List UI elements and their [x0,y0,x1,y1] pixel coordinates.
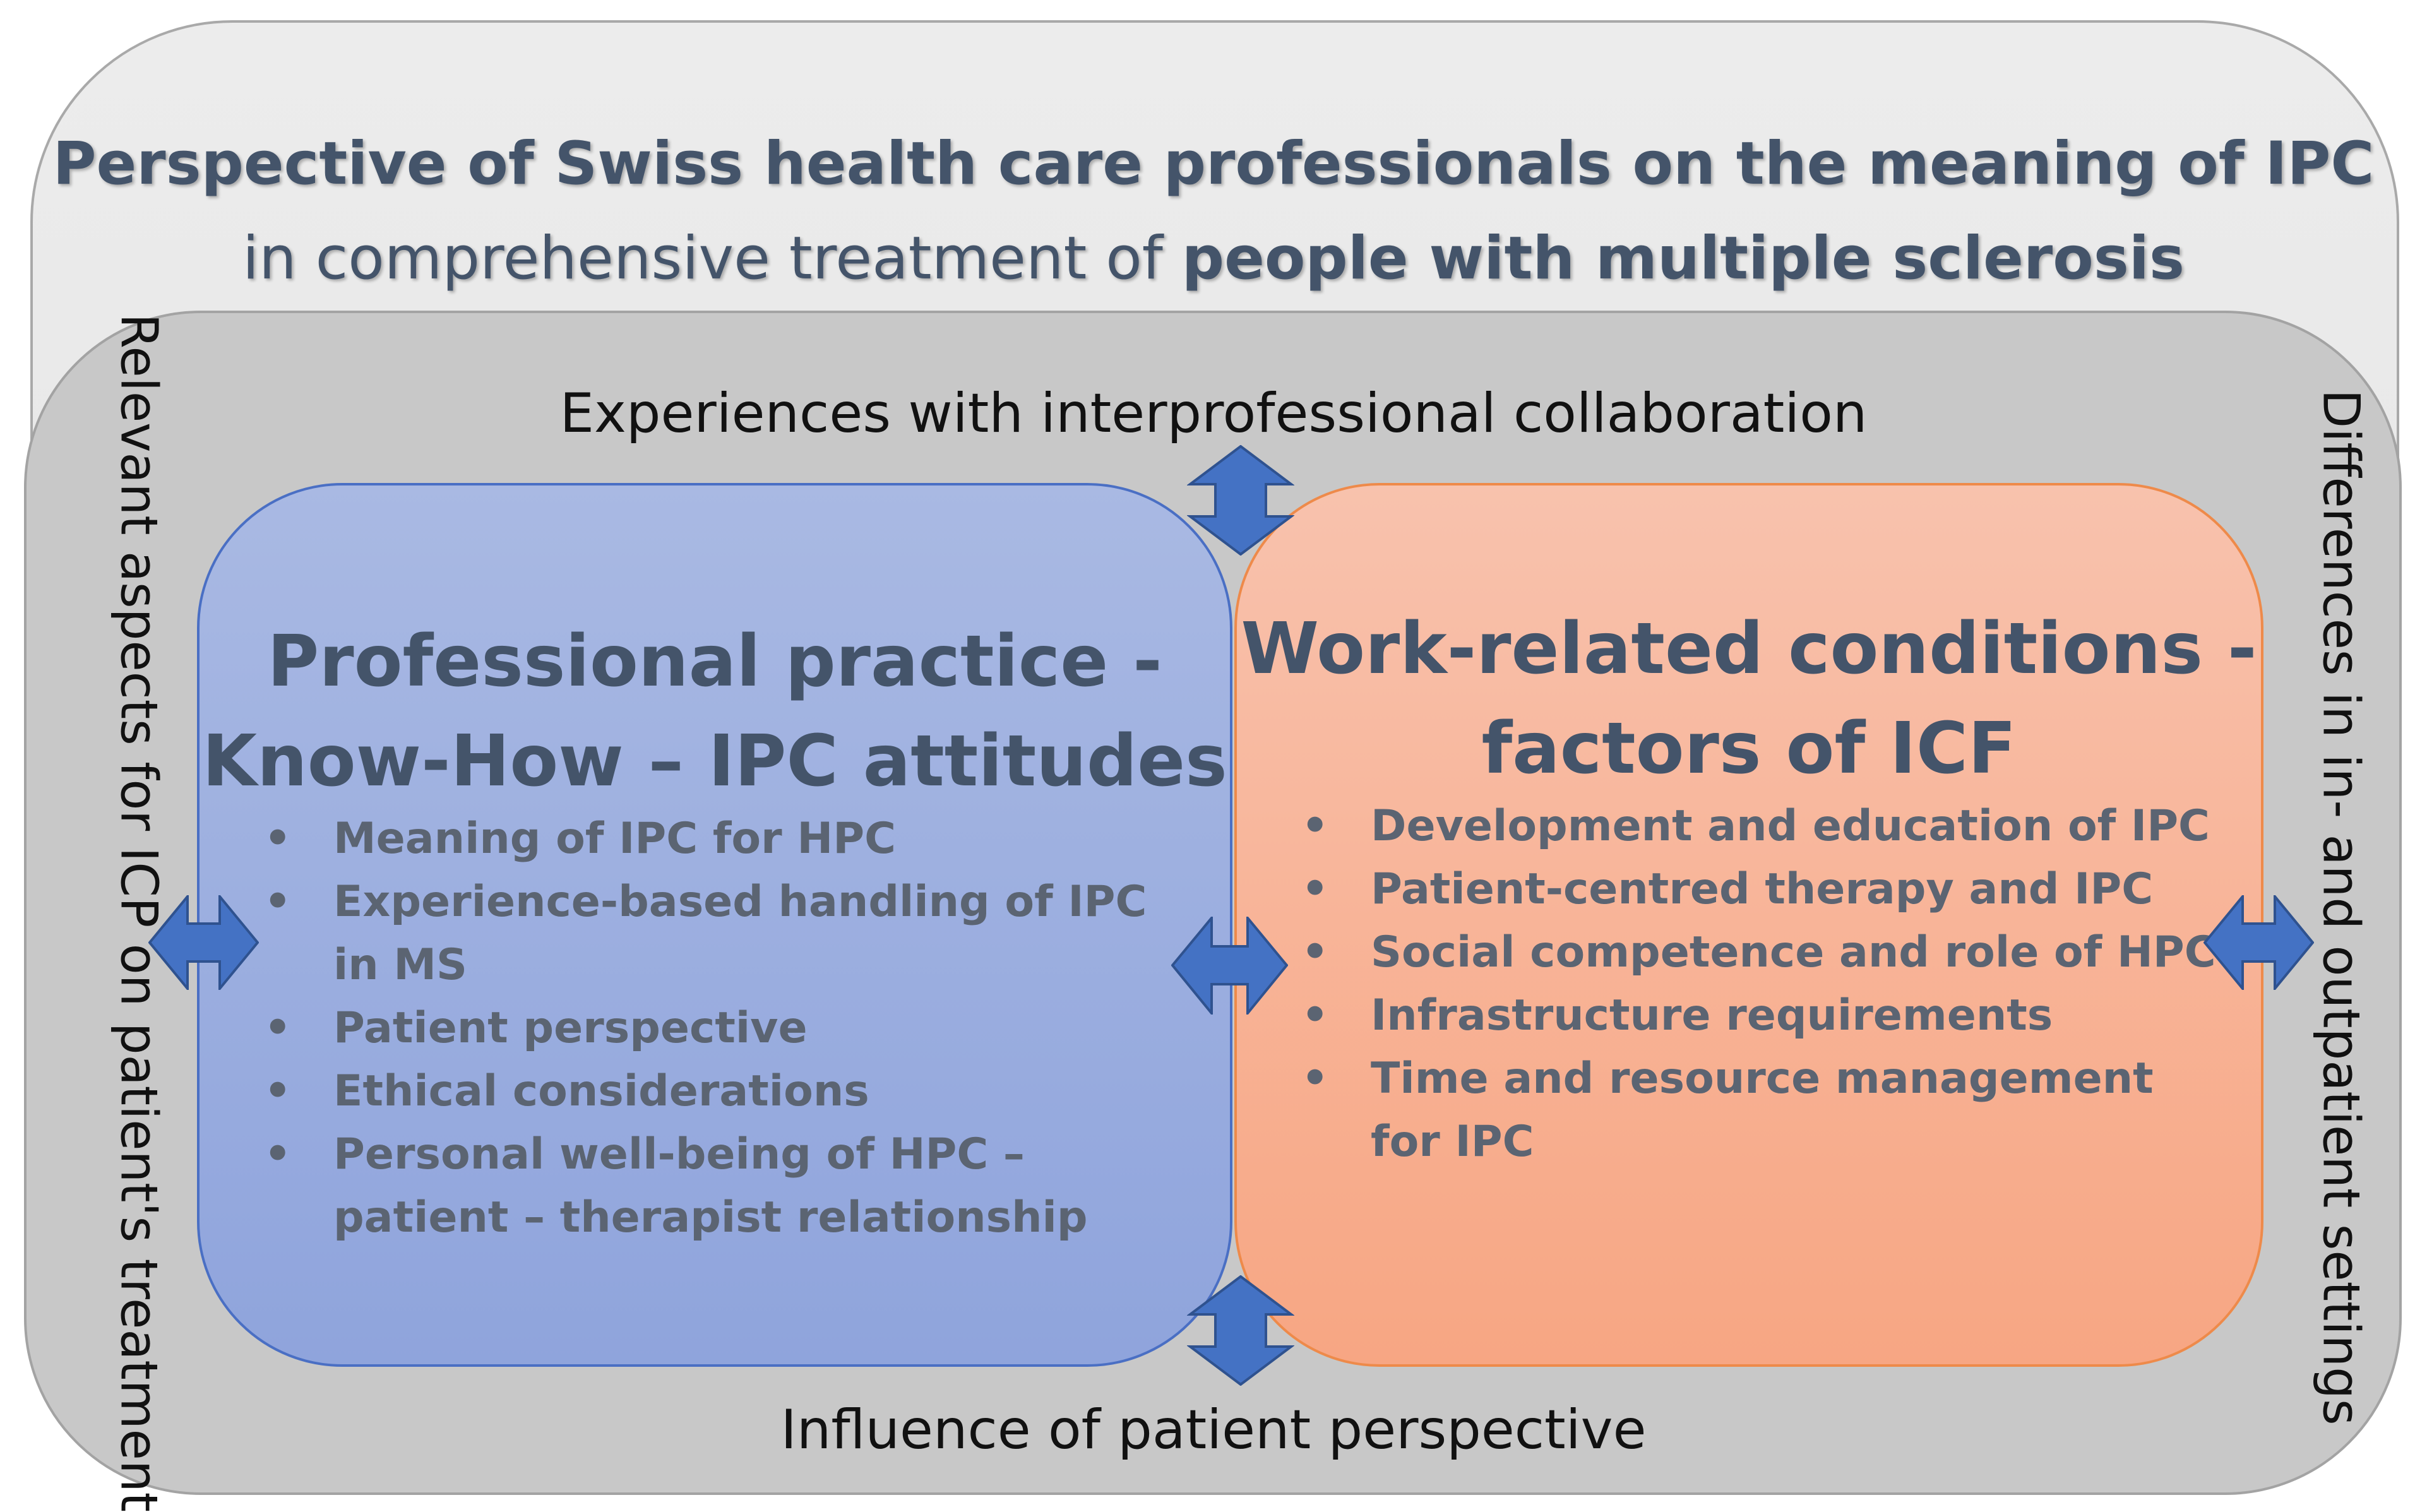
diagram-title-line2: in comprehensive treatment of people wit… [0,224,2427,293]
professional-practice-title: Professional practice - Know-How – IPC a… [200,612,1230,811]
diagram-title-line1: Perspective of Swiss health care profess… [52,129,2375,198]
professional-practice-title-line2: Know-How – IPC attitudes [202,720,1227,802]
diagram-title-line2-prefix: in comprehensive treatment of [242,224,1182,293]
label-left-relevant-aspects: Relevant aspects for ICP on patient's tr… [109,313,169,1512]
list-item: Meaning of IPC for HPC [264,807,1198,871]
list-item: Social competence and role of HPC [1301,921,2229,984]
work-conditions-list: Development and education of IPC Patient… [1301,795,2229,1174]
professional-practice-box: Professional practice - Know-How – IPC a… [197,483,1232,1367]
double-arrow-horizontal-right-icon [2203,895,2314,990]
double-arrow-horizontal-left-icon [148,895,259,990]
work-conditions-title-line1: Work-related conditions - [1241,608,2257,690]
double-arrow-horizontal-center-icon [1171,917,1288,1015]
list-item: Patient perspective [264,997,1198,1060]
professional-practice-list: Meaning of IPC for HPC Experience-based … [264,807,1198,1249]
list-item: Experience-based handling of IPC in MS [264,871,1198,997]
work-conditions-title-line2: factors of ICF [1481,708,2017,790]
label-top-experiences: Experiences with interprofessional colla… [559,382,1868,445]
double-arrow-vertical-top-icon [1187,445,1294,556]
list-item: Patient-centred therapy and IPC [1301,858,2229,921]
label-right-settings-differences: Differences in in- and outpatient settin… [2311,389,2371,1426]
double-arrow-vertical-bottom-icon [1187,1275,1294,1386]
label-bottom-patient-influence: Influence of patient perspective [780,1398,1647,1461]
diagram-title-line2-bold: people with multiple sclerosis [1181,224,2185,293]
work-conditions-title: Work-related conditions - factors of ICF [1237,599,2261,799]
work-conditions-box: Work-related conditions - factors of ICF… [1234,483,2263,1367]
list-item: Development and education of IPC [1301,795,2229,858]
professional-practice-title-line1: Professional practice - [267,621,1162,703]
list-item: Personal well-being of HPC – patient – t… [264,1123,1198,1249]
list-item: Ethical considerations [264,1060,1198,1123]
list-item: Infrastructure requirements [1301,984,2229,1047]
list-item: Time and resource management for IPC [1301,1047,2229,1174]
